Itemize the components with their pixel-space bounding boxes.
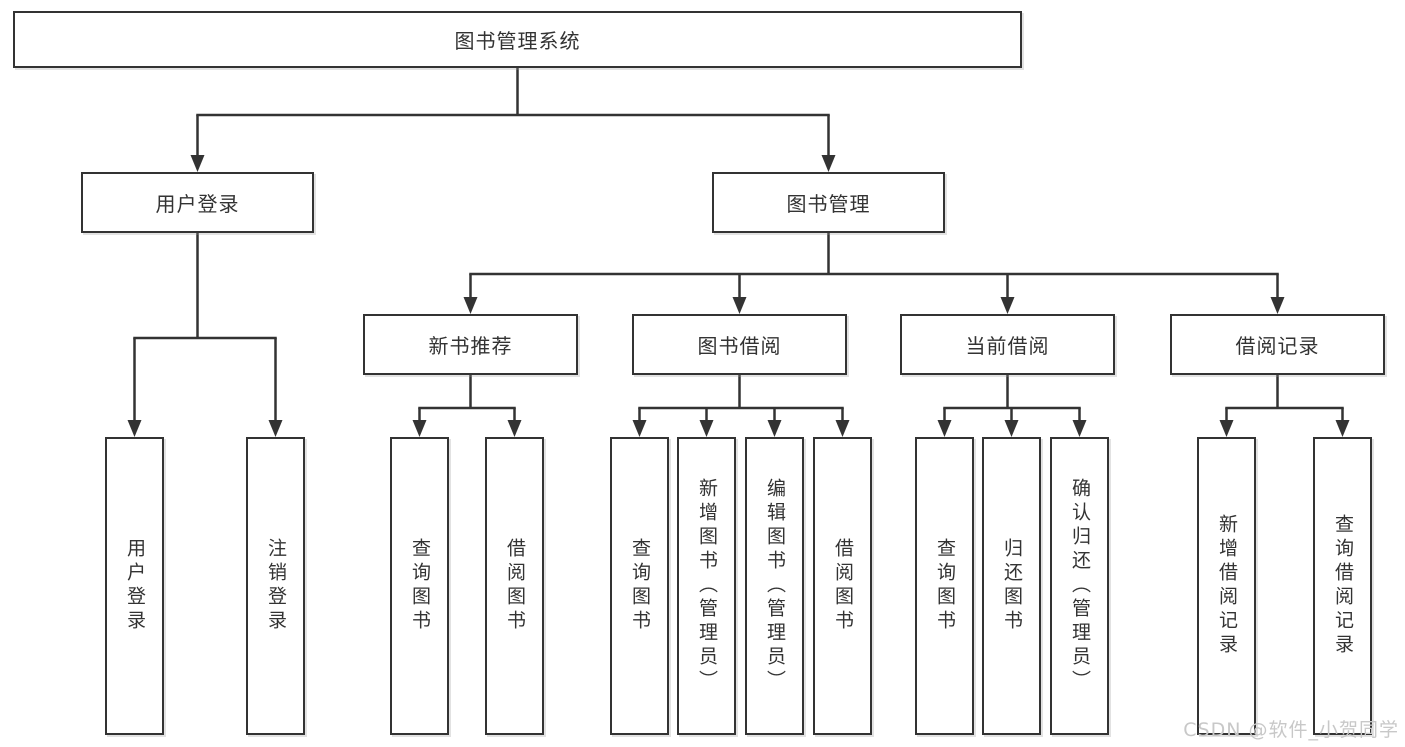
leaf-borrow-books-recommend: 借阅图书: [485, 437, 544, 735]
node-new-book-recommend-label: 新书推荐: [428, 334, 513, 358]
node-borrowing-records-label: 借阅记录: [1235, 334, 1320, 358]
node-root-label: 图书管理系统: [454, 29, 581, 53]
leaf-query-books-recommend: 查询图书: [390, 437, 449, 735]
leaf-query-books-borrowing: 查询图书: [610, 437, 669, 735]
leaf-add-book-admin: 新增图书（管理员）: [677, 437, 736, 735]
node-book-management: 图书管理: [712, 172, 945, 233]
leaf-edit-book-admin: 编辑图书（管理员）: [745, 437, 804, 735]
node-book-borrowing: 图书借阅: [632, 314, 847, 375]
leaf-return-book: 归还图书: [982, 437, 1041, 735]
node-book-borrowing-label: 图书借阅: [697, 334, 782, 358]
leaf-borrow-books-borrowing: 借阅图书: [813, 437, 872, 735]
node-current-borrowing: 当前借阅: [900, 314, 1115, 375]
node-book-management-label: 图书管理: [786, 192, 871, 216]
node-user-login: 用户登录: [81, 172, 314, 233]
node-new-book-recommend: 新书推荐: [363, 314, 578, 375]
leaf-logout: 注销登录: [246, 437, 305, 735]
leaf-query-books-current: 查询图书: [915, 437, 974, 735]
leaf-user-login: 用户登录: [105, 437, 164, 735]
arrowheads: [127, 155, 1350, 437]
node-user-login-label: 用户登录: [155, 192, 240, 216]
leaf-query-borrow-record: 查询借阅记录: [1313, 437, 1372, 735]
csdn-watermark: CSDN @软件_小贺同学: [1183, 719, 1399, 741]
node-root-system: 图书管理系统: [13, 11, 1022, 68]
leaf-confirm-return-admin: 确认归还（管理员）: [1050, 437, 1109, 735]
node-borrowing-records: 借阅记录: [1170, 314, 1385, 375]
node-current-borrowing-label: 当前借阅: [965, 334, 1050, 358]
leaf-add-borrow-record: 新增借阅记录: [1197, 437, 1256, 735]
